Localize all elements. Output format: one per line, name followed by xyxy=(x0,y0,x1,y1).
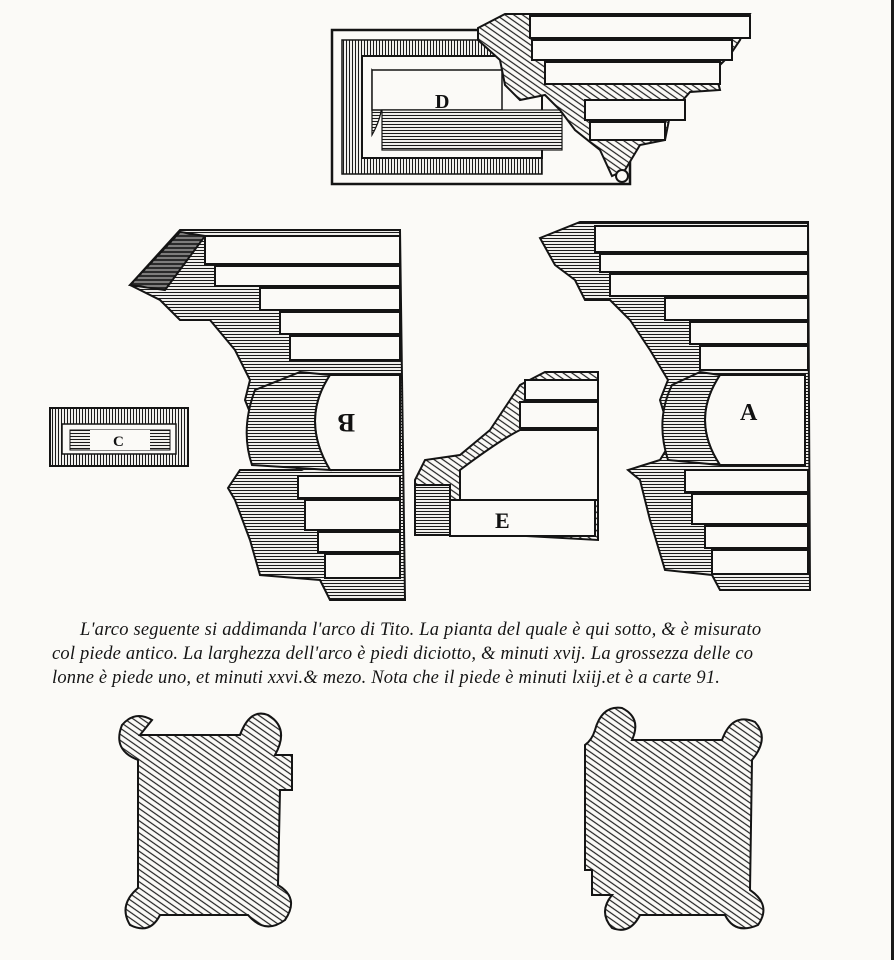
caption-line-3: lonne è piede uno, et minuti xxvi.& mezo… xyxy=(52,668,721,688)
figure-d: D xyxy=(330,13,752,186)
caption-line-2: col piede antico. La larghezza dell'arco… xyxy=(52,644,754,664)
label-a: A xyxy=(740,400,758,426)
figure-b: B xyxy=(127,229,407,601)
label-e: E xyxy=(495,508,510,533)
caption-text: L'arco seguente si addimanda l'arco di T… xyxy=(52,618,882,690)
figure-e: E xyxy=(414,371,599,542)
page-edge xyxy=(891,0,894,960)
label-c: C xyxy=(113,434,124,450)
label-b: B xyxy=(338,408,355,437)
hatched-plan-right-icon xyxy=(584,706,765,931)
caption-line-1: L'arco seguente si addimanda l'arco di T… xyxy=(80,620,762,640)
figure-c: C xyxy=(49,407,189,467)
figure-a: A xyxy=(538,221,812,591)
hatched-plan-left-icon xyxy=(118,712,293,930)
label-d: D xyxy=(435,91,449,113)
